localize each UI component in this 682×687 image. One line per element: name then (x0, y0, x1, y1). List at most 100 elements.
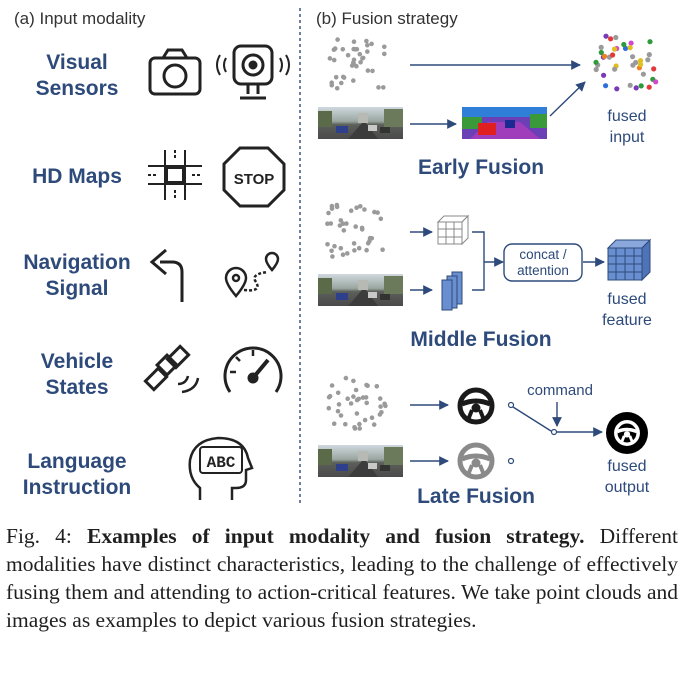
point-cloud-dot (365, 49, 370, 54)
point-cloud-dot (328, 221, 334, 226)
point-cloud-dot (364, 247, 369, 253)
modality-language-line2: Instruction (23, 476, 132, 499)
point-cloud-dot (354, 63, 359, 69)
late-out-line1: fused (607, 458, 646, 475)
fused-point (653, 79, 659, 85)
panel-a-title: (a) Input modality (14, 9, 146, 28)
point-cloud-dot (351, 78, 356, 83)
point-cloud-dot (371, 422, 377, 427)
fused-point (603, 83, 609, 89)
fused-point (640, 71, 647, 77)
point-cloud-dot (339, 80, 344, 86)
point-cloud-dot (380, 247, 385, 252)
fused-input-cloud (593, 33, 659, 92)
point-cloud-dot (382, 51, 387, 57)
fused-point (638, 83, 644, 89)
fused-feature-cube (606, 238, 652, 282)
point-cloud-dot (367, 235, 373, 241)
point-cloud-dot (351, 57, 357, 63)
point-cloud-dot (372, 209, 377, 215)
late-switch-lever (512, 406, 552, 432)
point-cloud-dot (376, 85, 381, 90)
fused-point (593, 66, 599, 73)
point-cloud-dot (356, 245, 362, 251)
late-switch-node-top (507, 401, 515, 409)
early-fusion-title: Early Fusion (418, 156, 544, 179)
head-abc-icon: ABC (188, 436, 254, 500)
fused-point (645, 57, 651, 63)
point-cloud-dot (360, 55, 366, 61)
point-cloud-dot (334, 86, 340, 91)
route-pin-icon (224, 251, 280, 298)
point-cloud-dot (343, 421, 348, 427)
point-cloud-dot (358, 204, 363, 209)
figure: (a) Input modality (b) Fusion strategy V… (14, 8, 659, 508)
point-cloud-dot (351, 241, 357, 246)
webcam-icon (216, 44, 290, 100)
middle-fusion-title: Middle Fusion (410, 328, 551, 351)
point-clouds (325, 37, 388, 431)
point-cloud-dot (351, 378, 356, 384)
fused-point (633, 85, 639, 91)
caption-label: Fig. 4: (6, 524, 72, 548)
late-camera-image (318, 445, 403, 477)
command-label: command (527, 382, 593, 399)
point-cloud-dot (335, 390, 341, 396)
late-out-line2: output (605, 479, 650, 496)
point-cloud-dot (345, 52, 351, 58)
fused-point (608, 36, 614, 42)
point-cloud-dot (378, 404, 383, 409)
point-cloud-dot (354, 205, 359, 210)
point-cloud-dot (354, 411, 360, 416)
satellite-icon (143, 344, 200, 394)
point-cloud-dot (352, 248, 357, 253)
point-cloud-dot (369, 41, 374, 47)
modality-visual-line2: Sensors (36, 77, 119, 100)
point-cloud-dot (345, 396, 351, 402)
fused-point (637, 58, 644, 64)
caption-body: Different modalities have distinct chara… (6, 524, 679, 632)
early-out-line2: input (610, 129, 645, 146)
late-switch-node-bottom (507, 457, 515, 465)
early-segmented-image (462, 107, 547, 139)
point-cloud-dot (345, 251, 350, 256)
modality-hdmaps: HD Maps (32, 165, 122, 188)
point-cloud-dot (325, 221, 330, 226)
late-switch-pivot (550, 428, 558, 436)
point-cloud-dot (341, 228, 347, 233)
fused-point (621, 41, 627, 48)
image-steering-wheel-icon (460, 445, 492, 477)
point-cloud-dot (377, 412, 383, 417)
turn-left-arrow-icon (149, 248, 184, 302)
point-cloud-dot (378, 216, 384, 222)
point-cloud-dot (352, 47, 358, 52)
point-cloud-dot (340, 47, 346, 52)
point-cloud-dot (382, 44, 387, 50)
point-cloud-dot (331, 421, 337, 427)
fused-point (647, 39, 653, 45)
abc-text: ABC (207, 454, 236, 472)
fused-point (646, 84, 652, 90)
middle-camera-image (318, 274, 403, 306)
point-cloud-dot (354, 397, 360, 403)
concat-line2: attention (517, 263, 569, 278)
concat-attention-box (503, 243, 583, 282)
early-out-line1: fused (607, 108, 646, 125)
stop-sign-text: STOP (234, 171, 275, 188)
point-cloud-dot (364, 400, 370, 406)
fused-point (651, 66, 657, 72)
modality-navigation-line2: Signal (45, 277, 108, 300)
point-cloud-dot (329, 383, 335, 388)
point-cloud-dot (326, 405, 332, 411)
point-cloud-dot (351, 39, 357, 44)
fused-point (646, 52, 652, 58)
point-cloud-dot (335, 37, 340, 42)
point-cloud-dot (374, 384, 380, 389)
point-cloud-dot (348, 401, 354, 406)
point-cloud-dot (326, 394, 332, 400)
figure-caption: Fig. 4: Examples of input modality and f… (6, 522, 678, 634)
point-cloud-dot (362, 207, 367, 212)
fused-point (598, 49, 604, 56)
fused-point (614, 86, 620, 92)
modality-visual-line1: Visual (46, 51, 107, 74)
